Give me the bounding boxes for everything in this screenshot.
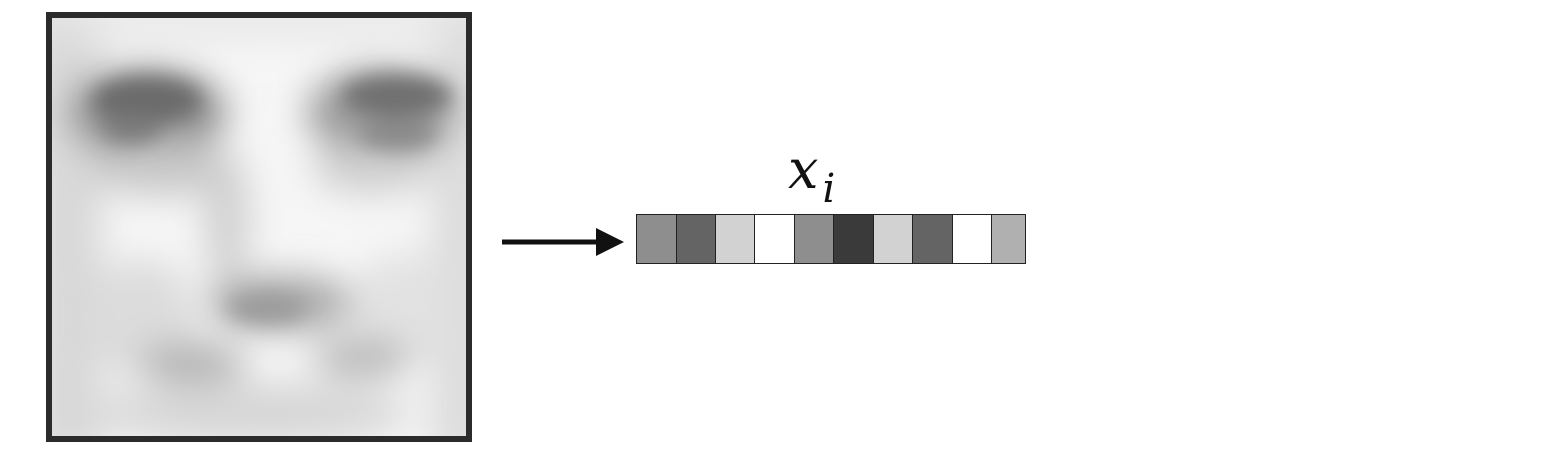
vector-variable: x (788, 138, 819, 201)
vector-cell (795, 215, 834, 263)
vector-cell (716, 215, 755, 263)
vector-cell (992, 215, 1025, 263)
vector-cell (834, 215, 874, 263)
feature-vector (636, 214, 1026, 264)
vector-cell (637, 215, 677, 263)
vector-cell (913, 215, 953, 263)
vector-cell (755, 215, 795, 263)
face-image (46, 12, 472, 442)
vector-cell (874, 215, 913, 263)
arrow-right-icon (500, 222, 630, 262)
vector-subscript: i (822, 166, 836, 212)
vector-cell (677, 215, 716, 263)
vector-cell (953, 215, 992, 263)
blurred-face-image (52, 18, 466, 436)
